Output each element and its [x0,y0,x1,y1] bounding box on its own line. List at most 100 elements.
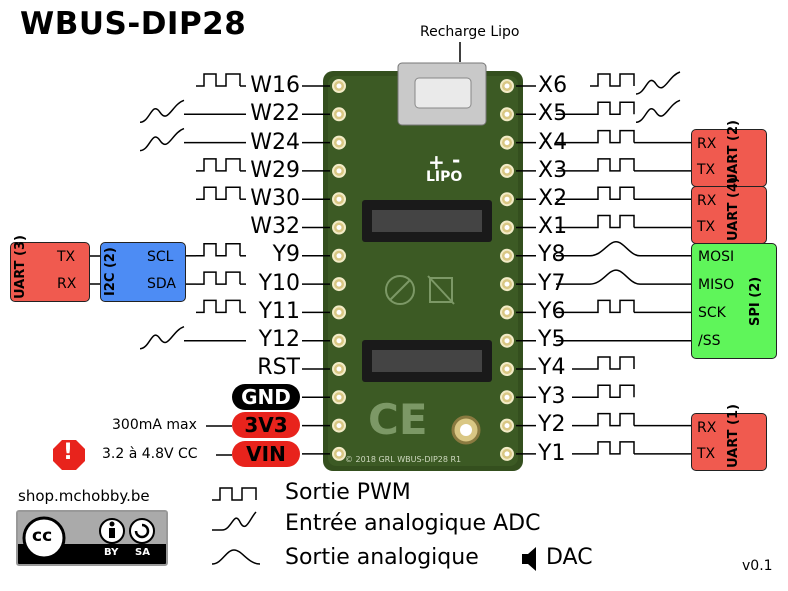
left-pads [332,79,346,461]
right-pad-hole [504,168,510,174]
pin-w24: W24 [250,130,300,155]
pin-y12: Y12 [258,327,300,352]
adc-signal-icon [635,99,681,124]
left-pad-hole [336,394,342,400]
pin-rst: RST [257,355,300,380]
pin-w22: W22 [250,101,300,126]
uart1-title: UART (1) [726,404,741,468]
pwm-signal-icon [590,101,635,116]
pin-x6: X6 [538,73,568,98]
right-pad-hole [504,423,510,429]
adc-signal-icon [635,71,681,95]
pin-w32: W32 [250,214,300,239]
left-pad-hole [336,423,342,429]
right-pad-hole [504,309,510,315]
uart4-title: UART (4) [726,177,741,241]
legend-adc: Entrée analogique ADC [285,511,541,536]
pin-y9: Y9 [272,242,300,267]
weee-bin-icon [429,277,453,303]
cc-logo-icon [18,512,166,560]
left-pad-hole [336,83,342,89]
pin-y11: Y11 [258,299,300,324]
adc-signal-icon [139,325,185,350]
note-3v3: 300mA max [112,417,197,433]
spi-mosi: MOSI [698,249,735,265]
cc-by: BY [104,547,119,558]
board-footer: © 2018 GRL WBUS-DIP28 R1 [345,455,462,464]
spi2-title: SPI (2) [748,276,763,326]
pwm-signal-icon [590,214,635,229]
note-vin: 3.2 à 4.8V CC [102,446,198,462]
spi-ss: /SS [698,333,721,349]
cc-sa: SA [135,547,150,558]
pin-y6: Y6 [538,299,566,324]
pin-y5: Y5 [538,327,566,352]
pwm-signal-icon [196,73,241,87]
legend-dac-prefix: Sortie analogique [285,545,479,570]
lipo-plus: + [428,150,445,174]
pwm-signal-icon [590,384,635,399]
recharge-lipo-label: Recharge Lipo [420,24,520,40]
uart3-rx: RX [57,276,77,292]
uart2-tx: TX [697,162,716,178]
version: v0.1 [742,558,773,574]
pin-gnd: GND [232,384,300,410]
legend-pwm: Sortie PWM [285,480,411,505]
pin-y8: Y8 [538,242,566,267]
uart2-box: RX TX UART (2) [691,120,767,187]
uart4-box: RX TX UART (4) [691,177,767,244]
pwm-signal-icon [196,243,241,257]
uart1-tx: TX [697,446,716,462]
spi-sck: SCK [698,305,726,321]
uart4-rx: RX [697,193,717,209]
right-pad-hole [504,451,510,457]
pin-w29: W29 [250,158,300,183]
cc-text: cc [32,526,53,546]
uart3-title: UART (3) [13,235,28,299]
no-pb-icon [385,275,415,305]
pwm-signal-icon [590,412,635,427]
pwm-legend-icon [212,487,257,501]
adc-signal-icon [139,99,185,124]
adc-legend-icon [212,511,257,531]
lipo-label: LIPO [426,169,463,185]
right-pad-hole [504,281,510,287]
spi2-box: MOSI MISO SCK /SS SPI (2) [691,243,777,359]
spi-miso: MISO [698,277,735,293]
pin-x2: X2 [538,186,568,211]
warning-mark: ! [63,440,74,465]
pwm-signal-icon [196,186,241,200]
right-pad-hole [504,338,510,344]
pwm-signal-icon [590,186,635,200]
uart2-rx: RX [697,136,717,152]
ce-mark: CE [368,395,428,444]
pin-3v3: 3V3 [232,412,300,438]
pin-y3: Y3 [538,384,566,409]
pwm-signal-icon [196,299,241,314]
pwm-signal-icon [196,271,241,285]
right-pad-hole [504,83,510,89]
diagram-title: WBUS-DIP28 [20,6,247,42]
pwm-signal-icon [590,299,635,314]
right-pad-hole [504,196,510,202]
left-pad-hole [336,281,342,287]
uart4-tx: TX [697,219,716,235]
pin-y4: Y4 [538,355,566,380]
left-pad-hole [336,111,342,117]
dac-signal-icon [589,241,641,257]
mounting-hole-center [460,424,472,436]
i2c2-box: I2C (2) SCL SDA [100,242,186,302]
left-pad-hole [336,253,342,259]
left-pad-hole [336,338,342,344]
pin-x1: X1 [538,214,568,239]
pin-x3: X3 [538,158,568,183]
left-pad-hole [336,309,342,315]
uart1-box: RX TX UART (1) [691,404,767,471]
pin-y2: Y2 [538,412,566,437]
left-pad-hole [336,225,342,230]
cc-license-badge: cc BY SA [16,510,168,566]
legend-dac: DAC [546,545,593,570]
shop-url: shop.mchobby.be [18,487,150,505]
uart1-rx: RX [697,420,717,436]
